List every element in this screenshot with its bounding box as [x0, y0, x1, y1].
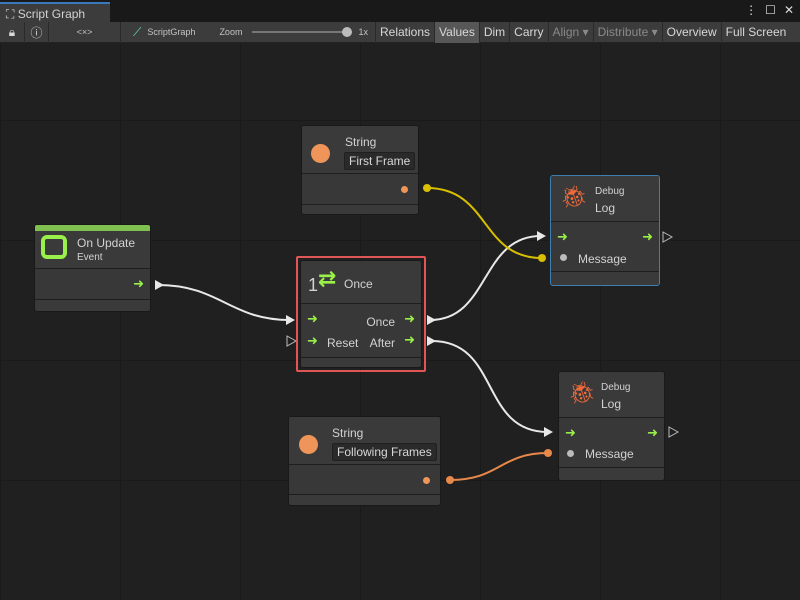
flow-in-arrow-icon[interactable]: ➜ — [307, 311, 318, 326]
reset-in-arrow-icon[interactable]: ➜ — [307, 333, 318, 348]
flow-out-arrow-icon[interactable]: ➜ — [647, 425, 658, 440]
relations-button[interactable]: Relations — [376, 21, 436, 43]
message-port[interactable] — [567, 450, 574, 457]
dim-button[interactable]: Dim — [480, 21, 511, 43]
node-debug-log-1[interactable]: 🐞︎ Debug Log ➜ ➜ Message — [550, 175, 660, 286]
debug-bug-icon: 🐞︎ — [568, 380, 596, 405]
node-string-first-frame[interactable]: String First Frame — [301, 125, 419, 215]
message-port[interactable] — [560, 254, 567, 261]
after-out-arrow-icon[interactable]: ➜ — [404, 332, 415, 347]
flow-in-arrow-icon[interactable]: ➜ — [565, 425, 576, 440]
edge-string1-to-log1 — [426, 187, 543, 259]
event-color-bar — [35, 225, 150, 231]
update-loop-icon — [41, 235, 67, 259]
string-type-icon — [311, 144, 330, 163]
edge-update-to-once — [157, 284, 291, 321]
toolbar: 🔒︎ ⓘ <×> ⟋ ScriptGraph Zoom 1x Relations… — [0, 21, 800, 43]
maximize-icon[interactable]: ☐ — [765, 3, 776, 17]
edge-once-to-log1 — [429, 235, 542, 321]
value-out-port[interactable] — [423, 477, 430, 484]
values-button[interactable]: Values — [435, 21, 480, 43]
selection-outline — [296, 256, 426, 372]
graph-zoom-area: ⟋ ScriptGraph Zoom 1x — [121, 21, 376, 43]
graph-name[interactable]: ScriptGraph — [147, 27, 196, 37]
value-out-port[interactable] — [401, 186, 408, 193]
once-out-arrow-icon[interactable]: ➜ — [404, 311, 415, 326]
info-icon[interactable]: ⓘ — [25, 21, 49, 43]
carry-button[interactable]: Carry — [510, 21, 549, 43]
string-value-field[interactable]: Following Frames — [332, 443, 437, 461]
string-value-field[interactable]: First Frame — [344, 152, 416, 170]
zoom-slider[interactable] — [252, 27, 353, 37]
node-debug-log-2[interactable]: 🐞︎ Debug Log ➜ ➜ Message — [558, 371, 665, 481]
tab-script-graph[interactable]: ⛶ Script Graph — [0, 2, 110, 22]
kebab-menu-icon[interactable]: ⋮ — [745, 3, 758, 17]
full-screen-button[interactable]: Full Screen — [725, 25, 787, 39]
code-icon[interactable]: <×> — [49, 21, 121, 43]
edge-after-to-log2 — [431, 340, 549, 433]
once-cycle-icon: ⇄ — [318, 266, 337, 291]
graph-icon: ⟋ — [133, 24, 142, 39]
align-dropdown[interactable]: Align ▾ — [549, 21, 594, 43]
lock-icon[interactable]: 🔒︎ — [0, 21, 25, 43]
debug-bug-icon: 🐞︎ — [560, 184, 588, 209]
node-once[interactable]: 1 ⇄ Once ➜ Once ➜ ➜ Reset After ➜ — [300, 260, 422, 368]
string-type-icon — [299, 435, 318, 454]
hierarchy-icon: ⛶ — [6, 7, 18, 21]
flow-out-arrow-icon[interactable]: ➜ — [133, 276, 144, 291]
node-on-update[interactable]: On Update Event ➜ — [34, 224, 151, 312]
overview-button[interactable]: Overview — [663, 21, 722, 43]
flow-out-arrow-icon[interactable]: ➜ — [642, 229, 653, 244]
zoom-slider-handle[interactable] — [342, 27, 353, 37]
edge-string2-to-log2 — [449, 452, 549, 481]
distribute-dropdown[interactable]: Distribute ▾ — [594, 21, 663, 43]
tab-bar: ⛶ Script Graph ⋮ ☐ ✕ — [0, 0, 800, 22]
flow-in-arrow-icon[interactable]: ➜ — [557, 229, 568, 244]
close-icon[interactable]: ✕ — [783, 3, 794, 17]
node-string-following-frames[interactable]: String Following Frames — [288, 416, 441, 506]
